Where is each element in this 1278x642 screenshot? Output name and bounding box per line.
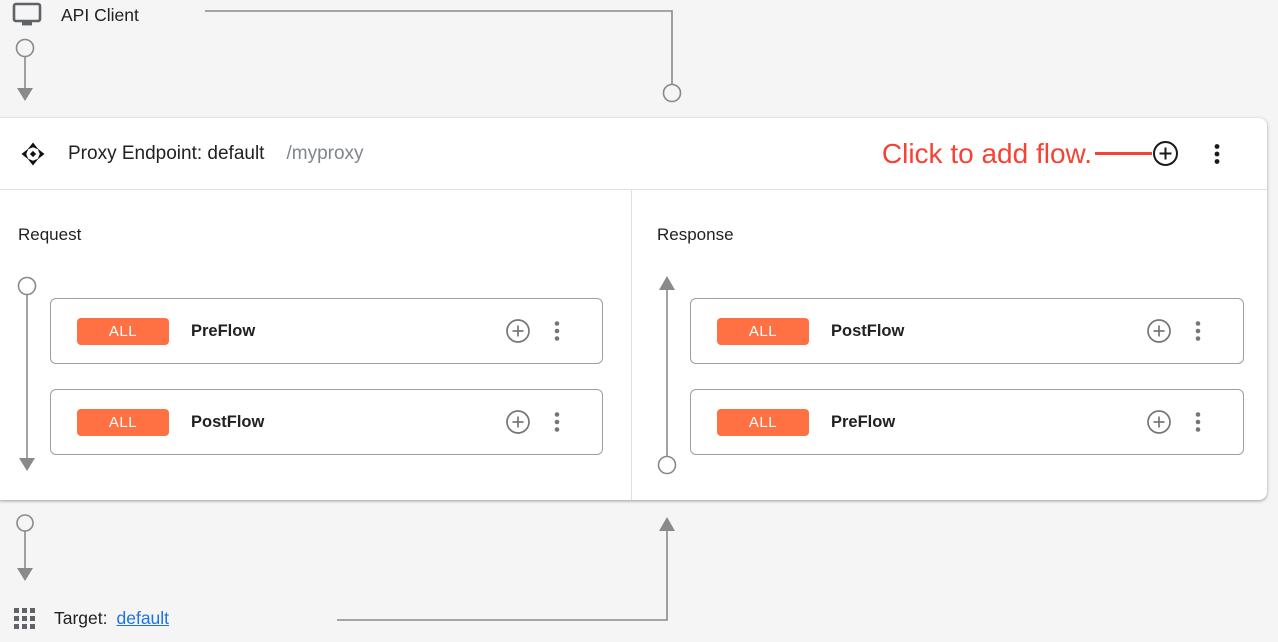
request-response-divider <box>631 190 632 500</box>
add-policy-button[interactable] <box>505 409 531 435</box>
flow-name: PreFlow <box>831 412 896 431</box>
plus-circle-icon <box>506 410 530 434</box>
condition-badge: ALL <box>77 317 169 345</box>
proxy-endpoint-panel: Proxy Endpoint: default /myproxy Click t… <box>0 118 1267 500</box>
proxy-endpoint-title: Proxy Endpoint: default <box>68 142 265 164</box>
target-row: Target: default <box>14 608 169 629</box>
kebab-menu-icon <box>554 412 560 432</box>
kebab-menu-icon <box>1195 321 1201 341</box>
condition-badge: ALL <box>717 408 809 436</box>
proxy-basepath: /myproxy <box>286 142 364 164</box>
arrow-down-icon <box>17 568 33 581</box>
target-label: Target: <box>54 608 108 628</box>
flow-card-response-preflow[interactable]: ALL PreFlow <box>690 389 1244 455</box>
plus-circle-icon <box>1147 410 1171 434</box>
flow-card-request-postflow[interactable]: ALL PostFlow <box>50 389 603 455</box>
kebab-menu-icon <box>1214 143 1220 164</box>
flow-name: PostFlow <box>831 321 905 340</box>
monitor-icon <box>12 2 42 26</box>
flow-menu-button[interactable] <box>549 319 565 343</box>
api-client: API Client <box>12 2 139 28</box>
proxy-endpoint-header: Proxy Endpoint: default /myproxy Click t… <box>0 118 1267 190</box>
add-policy-button[interactable] <box>1146 318 1172 344</box>
flow-name: PreFlow <box>191 321 256 340</box>
target-grid-icon <box>14 608 35 629</box>
plus-circle-icon <box>1147 319 1171 343</box>
endpoint-menu-button[interactable] <box>1209 142 1225 166</box>
annotation-pointer-line <box>1095 152 1152 155</box>
kebab-menu-icon <box>1195 412 1201 432</box>
connector-circle <box>16 514 34 532</box>
plus-circle-icon <box>1153 141 1178 166</box>
flow-card-response-postflow[interactable]: ALL PostFlow <box>690 298 1244 364</box>
response-label: Response <box>657 225 734 244</box>
condition-badge: ALL <box>77 408 169 436</box>
flow-name: PostFlow <box>191 412 265 431</box>
plus-circle-icon <box>506 319 530 343</box>
add-policy-button[interactable] <box>1146 409 1172 435</box>
add-policy-button[interactable] <box>505 318 531 344</box>
proxy-endpoint-icon <box>21 142 45 165</box>
target-to-response-connector <box>337 531 668 621</box>
condition-badge: ALL <box>717 317 809 345</box>
flow-menu-button[interactable] <box>549 410 565 434</box>
flow-card-request-preflow[interactable]: ALL PreFlow <box>50 298 603 364</box>
kebab-menu-icon <box>554 321 560 341</box>
add-flow-annotation: Click to add flow. <box>881 137 1092 169</box>
flow-menu-button[interactable] <box>1190 319 1206 343</box>
request-label: Request <box>18 225 82 244</box>
add-flow-button[interactable] <box>1152 140 1179 167</box>
client-to-proxy-connector <box>205 10 673 84</box>
target-link[interactable]: default <box>116 608 170 628</box>
connector-circle <box>662 83 682 103</box>
flow-menu-button[interactable] <box>1190 410 1206 434</box>
arrow-down-icon <box>17 88 33 101</box>
api-client-label: API Client <box>61 4 139 25</box>
connector-circle <box>15 38 35 58</box>
arrow-up-icon <box>659 517 675 531</box>
